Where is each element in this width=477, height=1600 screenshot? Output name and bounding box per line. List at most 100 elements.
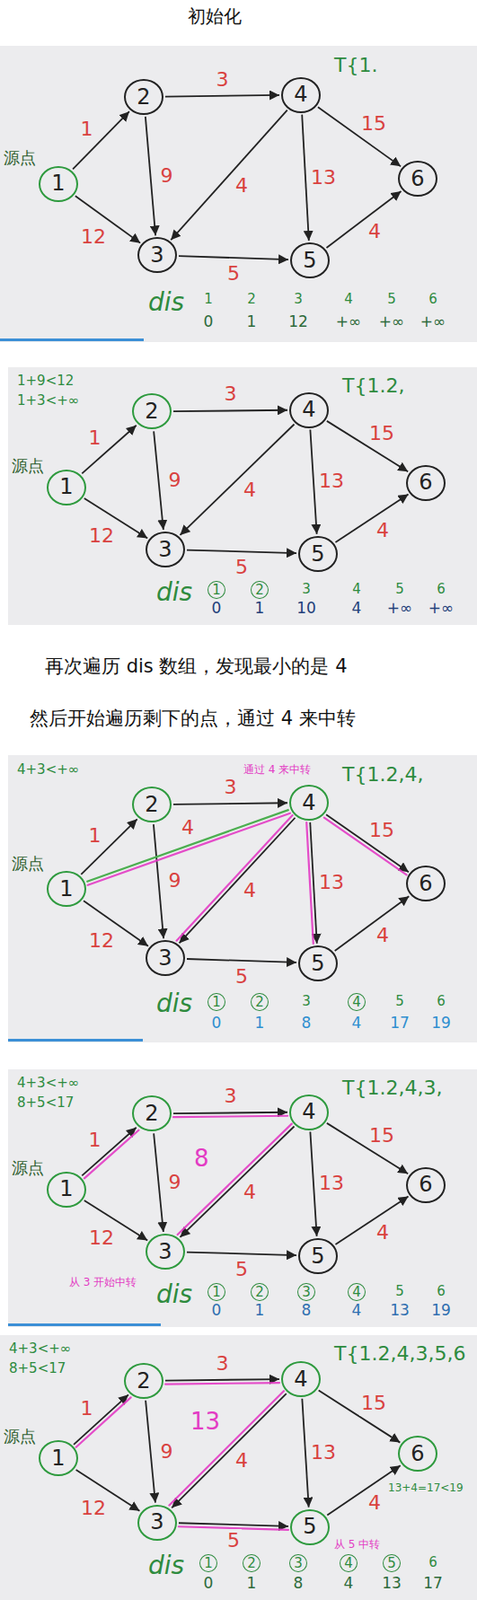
vertex-index: 4 xyxy=(339,1554,358,1573)
edge-weight: 1 xyxy=(87,426,104,451)
vertex-index: 1 xyxy=(207,1283,226,1302)
vertex-circle: 6 xyxy=(406,1167,446,1204)
vertex-index: 6 xyxy=(436,581,446,598)
vertex-index: 5 xyxy=(395,1283,405,1300)
vertex-number: 4 xyxy=(301,397,316,422)
distance-value: 8 xyxy=(301,1301,312,1320)
edge-weight: 4 xyxy=(241,1181,258,1205)
vertex-number: 1 xyxy=(51,1447,65,1471)
vertex-index: 1 xyxy=(207,581,226,600)
vertex-index: 2 xyxy=(250,581,269,600)
array-name: dis xyxy=(156,577,193,609)
distance-value: 13 xyxy=(381,1574,402,1593)
distance-value: 4 xyxy=(352,1301,363,1320)
vertex-circle: 3 xyxy=(137,1505,177,1542)
vertex-index: 4 xyxy=(344,291,354,308)
edge-weight: 5 xyxy=(233,965,250,990)
vertex-circle: 4 xyxy=(289,785,329,822)
edge-weight: 15 xyxy=(367,422,397,446)
edge-weight: 1 xyxy=(79,1397,96,1422)
vertex-circle: 6 xyxy=(397,160,438,197)
vertex-number: 5 xyxy=(310,542,325,566)
vertex-index: 3 xyxy=(301,581,311,598)
vertex-number: 3 xyxy=(150,243,164,267)
vertex-number: 3 xyxy=(158,538,172,562)
panel-ground xyxy=(8,755,477,1043)
vertex-circle: 2 xyxy=(132,786,172,823)
distance-value: 1 xyxy=(255,599,265,618)
progress-bar xyxy=(0,338,144,342)
relay-note: 从 5 中转 xyxy=(334,1538,380,1552)
vertex-number: 1 xyxy=(59,877,73,901)
vertex-index: 3 xyxy=(297,1283,316,1302)
vertex-number: 6 xyxy=(410,1442,424,1467)
source-tag: 源点 xyxy=(11,1158,45,1179)
panel-ground xyxy=(0,1335,477,1600)
vertex-number: 6 xyxy=(410,167,424,191)
distance-value: 0 xyxy=(203,312,214,331)
weighted-arrow xyxy=(170,110,288,241)
distance-value: +∞ xyxy=(335,312,362,331)
vertex-index: 3 xyxy=(289,1554,308,1573)
relay-highlight xyxy=(76,1397,132,1448)
weighted-arrow xyxy=(326,191,401,248)
relax-note: 1+9<12 xyxy=(17,372,74,389)
distance-value: 13 xyxy=(389,1301,410,1320)
vertex-number: 1 xyxy=(59,475,73,499)
weighted-arrow xyxy=(309,1131,317,1237)
vertex-circle: 5 xyxy=(298,945,338,982)
panel-ground xyxy=(8,1069,477,1328)
weighted-arrow xyxy=(179,818,296,945)
vertex-index: 5 xyxy=(382,1554,401,1573)
distance-value: +∞ xyxy=(387,599,413,618)
relay-highlight xyxy=(324,818,407,876)
edge-weight: 13 xyxy=(317,871,346,895)
edge-weight: 4 xyxy=(374,924,391,948)
vertex-circle: 3 xyxy=(145,1234,186,1271)
explanation-text: 然后开始遍历剩下的点，通过 4 来中转 xyxy=(29,707,356,731)
weighted-arrow xyxy=(178,256,289,260)
vertex-circle: 4 xyxy=(289,392,329,429)
vertex-circle: 6 xyxy=(406,465,446,502)
weighted-arrow xyxy=(145,1401,156,1504)
vertex-number: 5 xyxy=(302,1515,317,1539)
distance-value: 4 xyxy=(352,1014,363,1033)
edge-weight: 4 xyxy=(374,519,391,543)
edge-weight: 4 xyxy=(233,1449,250,1474)
edge-weight: 15 xyxy=(367,1124,397,1149)
array-name: dis xyxy=(148,287,185,318)
relay-highlight xyxy=(176,815,293,942)
vertex-circle: 4 xyxy=(281,1361,321,1398)
edge-weight: 4 xyxy=(179,816,196,840)
weighted-arrow xyxy=(186,550,297,555)
array-name: dis xyxy=(156,989,193,1020)
weighted-arrow xyxy=(301,1399,309,1509)
edge-weight: 5 xyxy=(225,262,242,286)
weighted-arrow xyxy=(86,810,289,883)
edge-weight: 4 xyxy=(241,478,258,503)
edge-weight: 9 xyxy=(167,468,184,493)
source-tag: 源点 xyxy=(11,456,45,477)
vertex-number: 3 xyxy=(150,1510,164,1535)
weighted-arrow xyxy=(309,822,318,945)
visited-set: T{1.2,4, xyxy=(342,763,424,787)
vertex-number: 2 xyxy=(144,793,159,817)
visited-set: T{1.2,4,3, xyxy=(342,1077,442,1101)
edge-weight: 1 xyxy=(87,1129,104,1153)
distance-value: 1 xyxy=(255,1014,265,1033)
relax-note: 4+3<+∞ xyxy=(8,1341,71,1358)
vertex-index: 1 xyxy=(199,1554,218,1573)
explanation-text: 再次遍历 dis 数组，发现最小的是 4 xyxy=(44,655,348,679)
edge-weight: 4 xyxy=(233,174,250,198)
vertex-number: 6 xyxy=(418,872,433,896)
vertex-circle: 1 xyxy=(38,166,79,203)
edge-weight: 3 xyxy=(222,382,239,407)
edge-weight: 15 xyxy=(359,1392,389,1416)
vertex-circle: 1 xyxy=(46,1172,87,1209)
weighted-arrow xyxy=(335,896,410,952)
edge-weight: 5 xyxy=(225,1529,242,1554)
distance-value: 0 xyxy=(212,1301,222,1320)
distance-value: 0 xyxy=(212,1014,222,1033)
edge-weight: 3 xyxy=(214,68,231,92)
